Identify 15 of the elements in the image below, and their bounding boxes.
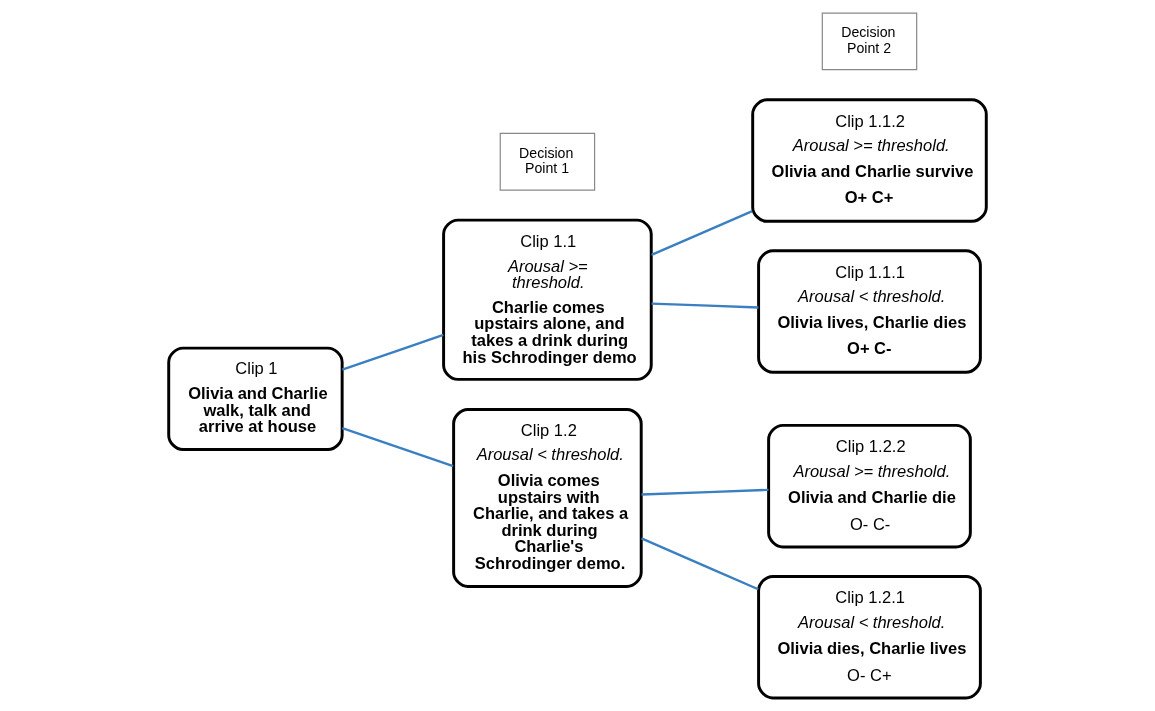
node-box: Decision Point 1 (499, 132, 596, 191)
node-box: Clip 1.2.2 Arousal >= threshold. Olivia and Charlie die O- C- (767, 423, 972, 549)
connector (641, 488, 769, 496)
node-box: Clip 1.1.1 Arousal < threshold. Olivia lives, Charlie dies O+ C- (757, 249, 982, 374)
connector (641, 537, 759, 591)
node-box: Clip 1 Olivia and Charlie walk, talk and arrive at house (167, 346, 344, 452)
node-box: Clip 1.2 Arousal < threshold. Olivia comes upstairs with Charlie, and takes a drink during Charlie's Schrodinger demo. (452, 408, 643, 588)
connector (341, 427, 454, 468)
connector (341, 333, 444, 371)
node-box: Clip 1.1.2 Arousal >= threshold. Olivia and Charlie survive O+ C+ (751, 98, 988, 223)
node-box: Clip 1.2.1 Arousal < threshold. Olivia dies, Charlie lives O- C+ (757, 574, 982, 700)
node-box: Clip 1.1 Arousal >= threshold. Charlie comes upstairs alone, and takes a drink during his Schrodinger demo (442, 218, 653, 381)
connector (651, 210, 753, 257)
node-box: Decision Point 2 (821, 12, 918, 71)
connector (651, 302, 759, 309)
